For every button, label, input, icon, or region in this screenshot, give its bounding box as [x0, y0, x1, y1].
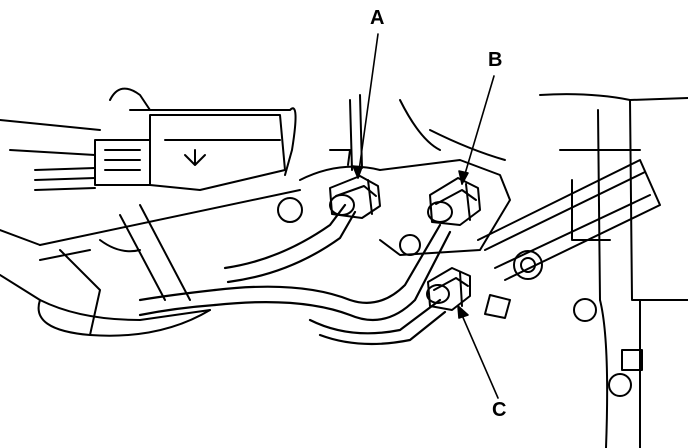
- callout-leaders: [352, 33, 499, 399]
- fitting-b: [427, 177, 481, 226]
- right-housing: [539, 93, 688, 448]
- strap-bracket: [477, 159, 661, 281]
- callout-label-a: A: [370, 7, 385, 29]
- fitting-a: [329, 175, 381, 219]
- lower-shell: [0, 189, 301, 337]
- brake-lines: [138, 203, 452, 346]
- fitting-c: [426, 267, 471, 311]
- leader-c: [457, 305, 499, 399]
- leader-b: [461, 75, 495, 185]
- connector-housing: [0, 87, 297, 191]
- leader-a: [357, 33, 379, 179]
- callout-label-b: B: [488, 49, 503, 71]
- mounting-block: [277, 94, 632, 397]
- callout-label-c: C: [492, 399, 507, 421]
